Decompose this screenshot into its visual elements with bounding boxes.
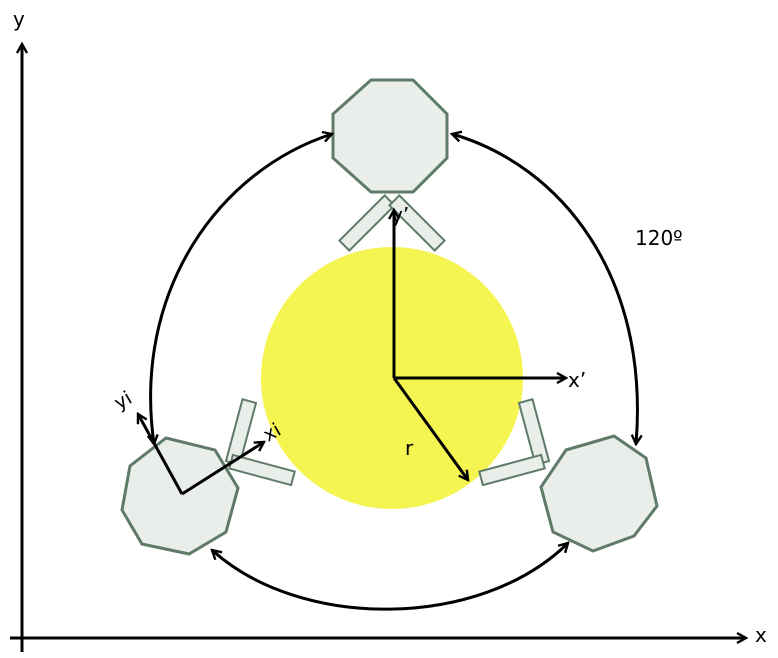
local-y-axis-label: y’ [391, 203, 409, 227]
wheel-top-mount [338, 194, 446, 252]
wheel-top [331, 78, 449, 252]
rotation-arc-top-right [452, 134, 637, 444]
wheel-frame-x-axis [181, 442, 264, 496]
rotation-arc-bottom [212, 543, 568, 611]
rotation-arc-top-left [151, 134, 332, 444]
angle-label: 120º [635, 226, 683, 250]
wheel-frame-y-axis-label: yi [111, 387, 136, 414]
wheel-frame-y-axis [136, 414, 184, 495]
local-x-axis-label: x’ [568, 368, 586, 392]
wheel-top-octagon [331, 78, 449, 194]
wheel-bottom-left-octagon [120, 436, 240, 556]
global-y-axis-label: y [13, 7, 25, 31]
wheel-bottom-right-octagon [539, 434, 659, 553]
radius-label: r [405, 436, 414, 460]
radius-vector [392, 377, 468, 480]
global-x-axis-label: x [755, 623, 767, 647]
